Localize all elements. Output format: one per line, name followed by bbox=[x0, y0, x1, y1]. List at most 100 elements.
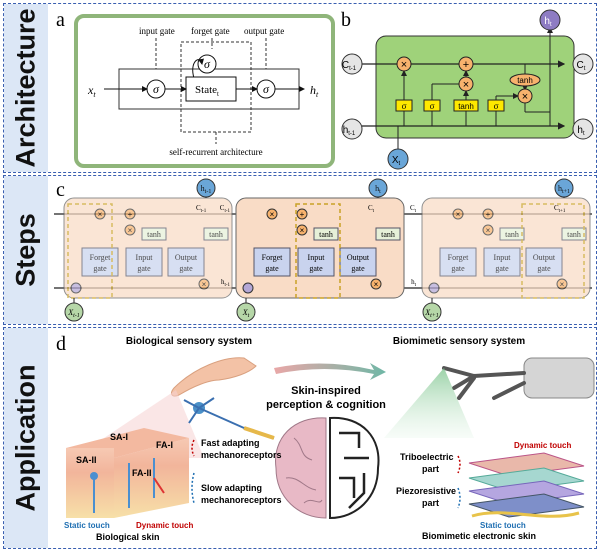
step-gate-label: gate bbox=[451, 264, 465, 273]
step-gate-label: gate bbox=[495, 264, 509, 273]
tribo-label-1: Triboelectric bbox=[400, 452, 454, 462]
svg-text:ht-1: ht-1 bbox=[343, 125, 356, 137]
panel-d-letter: d bbox=[56, 333, 66, 355]
step-gate-label: Forget bbox=[262, 253, 284, 262]
step-tanh-label: tanh bbox=[505, 230, 519, 239]
step-operator-symbol: + bbox=[300, 210, 305, 219]
slow-label-1: Slow adapting bbox=[201, 483, 262, 493]
b-h-top-node bbox=[539, 9, 561, 31]
step-x-label: Xt-1 bbox=[67, 308, 80, 319]
step-operator-symbol: × bbox=[98, 210, 103, 219]
step-x-node bbox=[422, 302, 442, 322]
hand-illustration bbox=[171, 357, 257, 397]
output-gate-label: output gate bbox=[244, 26, 284, 36]
sa1-label: SA-I bbox=[110, 432, 128, 442]
steps-sidebar: Steps bbox=[4, 176, 48, 324]
step-c-label: Ct-1 bbox=[196, 204, 207, 214]
step-gate-box bbox=[167, 247, 205, 277]
step-c-in-label: Ct bbox=[410, 204, 417, 214]
step-tanh-label: tanh bbox=[209, 230, 223, 239]
step-gate-box bbox=[297, 247, 335, 277]
step-tanh-box bbox=[375, 227, 401, 241]
step-operator bbox=[482, 208, 494, 220]
b-tanh-oval bbox=[509, 73, 541, 87]
step-c-in-label: Ct-1 bbox=[220, 204, 231, 214]
step-gate-label: Input bbox=[494, 253, 512, 262]
b-sigma-1 bbox=[395, 99, 413, 112]
step-merge-node bbox=[242, 282, 254, 294]
robot-hand-illustration bbox=[384, 357, 595, 438]
step-operator bbox=[124, 224, 136, 236]
step-h-in-label: ht bbox=[411, 278, 417, 288]
step-tanh-label: tanh bbox=[319, 230, 333, 239]
static-touch-r-label: Static touch bbox=[480, 521, 526, 530]
svg-text:ht: ht bbox=[544, 16, 552, 28]
panel-b-letter: b bbox=[341, 9, 351, 31]
b-sigma-3 bbox=[487, 99, 505, 112]
lstm-cell bbox=[375, 35, 575, 139]
center-title-2: perception & cognition bbox=[266, 399, 386, 411]
a-state-box bbox=[185, 76, 237, 102]
forget-gate-label: forget gate bbox=[191, 26, 230, 36]
step-operator bbox=[124, 208, 136, 220]
step-operator bbox=[482, 224, 494, 236]
svg-text:σ: σ bbox=[402, 101, 407, 111]
step-gate-box bbox=[483, 247, 521, 277]
b-sigma-2 bbox=[423, 99, 441, 112]
step-gate-label: Forget bbox=[90, 253, 112, 262]
step-h-node bbox=[554, 178, 574, 198]
step-highlight bbox=[521, 203, 585, 299]
step-operator bbox=[452, 208, 464, 220]
b-xt-node bbox=[387, 148, 409, 170]
step-gate-box bbox=[339, 247, 377, 277]
fast-label-1: Fast adapting bbox=[201, 438, 260, 448]
svg-text:+: + bbox=[463, 59, 469, 71]
input-gate-label: input gate bbox=[139, 26, 175, 36]
application-figure: d Biological sensory system Biomimetic s… bbox=[56, 333, 595, 542]
step-operator bbox=[94, 208, 106, 220]
step-operator-symbol: × bbox=[560, 280, 565, 289]
svg-text:Ct: Ct bbox=[577, 60, 586, 72]
step-h-in-label: ht-1 bbox=[221, 278, 231, 288]
step-gate-label: gate bbox=[351, 264, 365, 273]
electronic-skin-illustration bbox=[468, 452, 585, 518]
step-gate-box bbox=[253, 247, 291, 277]
step-gate-label: gate bbox=[265, 264, 279, 273]
step-gate-label: gate bbox=[309, 264, 323, 273]
step-gate-label: Forget bbox=[448, 253, 470, 262]
dynamic-touch-label: Dynamic touch bbox=[136, 521, 193, 530]
step-x-label: Xt+1 bbox=[424, 308, 439, 319]
e-skin-label: Biomimetic electronic skin bbox=[422, 531, 536, 541]
svg-text:tanh: tanh bbox=[458, 102, 474, 111]
step-gate-label: Output bbox=[175, 253, 198, 262]
step-operator bbox=[266, 208, 278, 220]
fa1-label: FA-I bbox=[156, 440, 173, 450]
svg-text:xt: xt bbox=[87, 83, 96, 99]
dynamic-touch-r-label: Dynamic touch bbox=[514, 441, 571, 450]
step-tanh-box bbox=[141, 227, 167, 241]
step-tanh-box bbox=[561, 227, 587, 241]
b-tanh-gate bbox=[453, 99, 479, 112]
flow-arrow bbox=[274, 363, 386, 380]
svg-text:Statet: Statet bbox=[195, 84, 219, 98]
step-operator-symbol: × bbox=[270, 210, 275, 219]
piezo-label-1: Piezoresistive bbox=[396, 486, 456, 496]
svg-text:tanh: tanh bbox=[517, 76, 533, 85]
sa2-label: SA-II bbox=[76, 455, 97, 465]
step-tanh-box bbox=[499, 227, 525, 241]
fa2-label: FA-II bbox=[132, 468, 152, 478]
step-operator-symbol: + bbox=[128, 210, 133, 219]
svg-text:ht: ht bbox=[310, 83, 319, 99]
step-x-node bbox=[236, 302, 256, 322]
slow-label-2: mechanoreceptors bbox=[201, 495, 282, 505]
b-c-next-node bbox=[572, 53, 594, 75]
tribo-label-2: part bbox=[422, 464, 439, 474]
step-gate-label: gate bbox=[137, 264, 151, 273]
neuron-illustration bbox=[183, 397, 275, 440]
svg-text:σ: σ bbox=[263, 82, 270, 96]
b-output-multiply bbox=[517, 88, 533, 104]
step-merge-node bbox=[428, 282, 440, 294]
